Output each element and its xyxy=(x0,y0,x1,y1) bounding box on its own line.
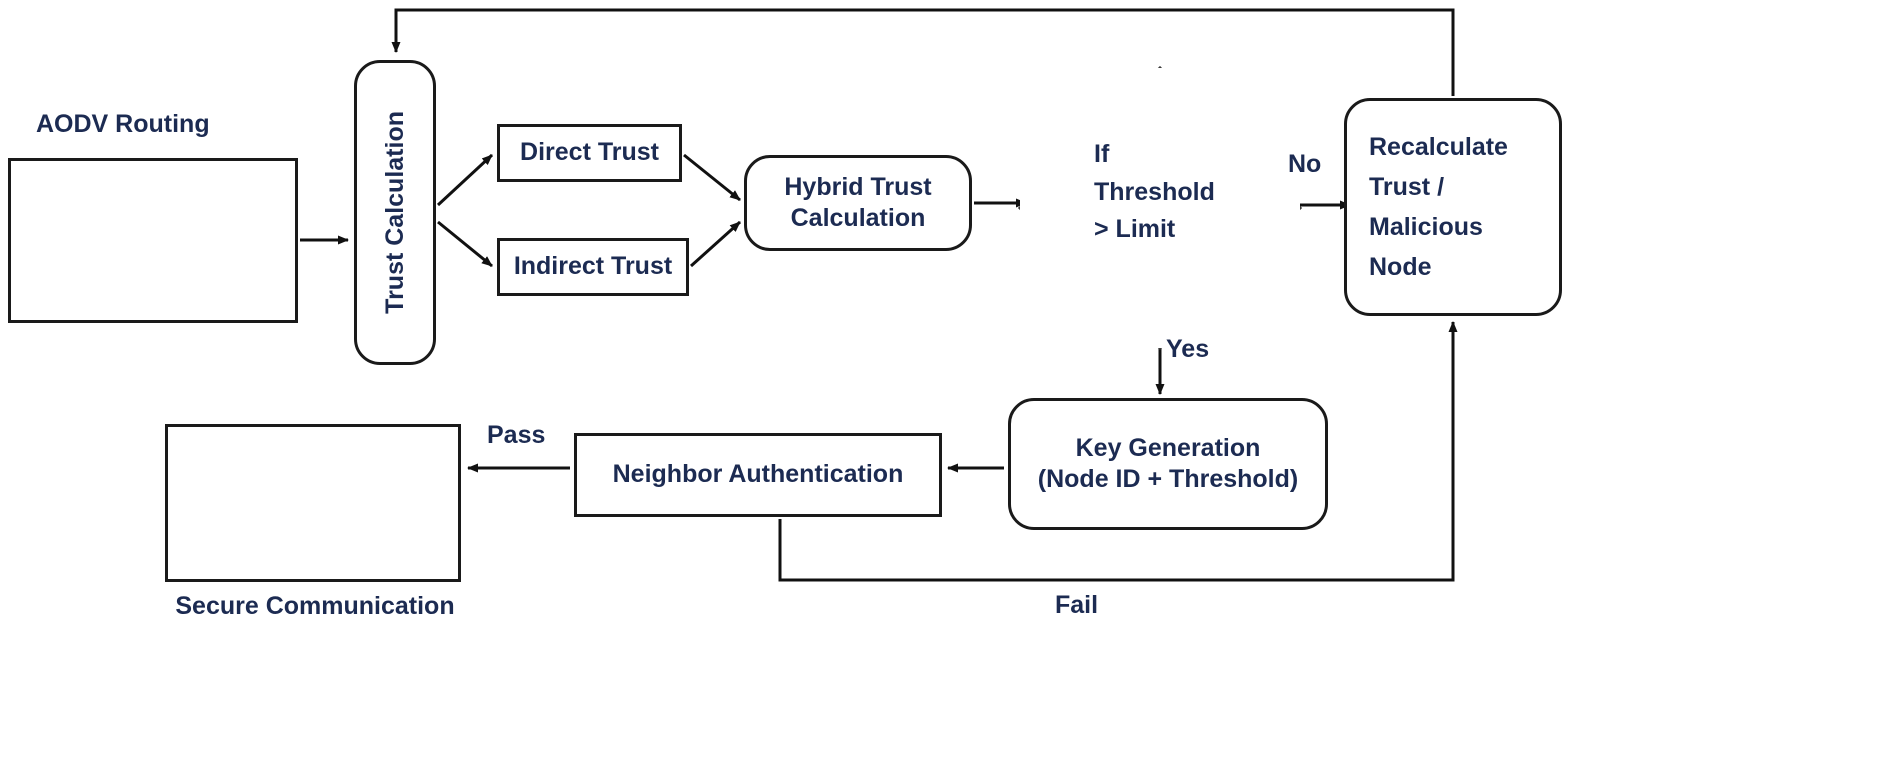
neighbor-authentication-label: Neighbor Authentication xyxy=(612,460,904,489)
neighbor-authentication-node[interactable]: Neighbor Authentication xyxy=(574,433,942,517)
secure-communication-title: Secure Communication xyxy=(150,592,480,621)
hybrid-trust-line2: Calculation xyxy=(790,204,926,232)
recalculate-line1: Recalculate xyxy=(1369,133,1508,161)
direct-trust-node[interactable]: Direct Trust xyxy=(497,124,682,182)
edge-indirect-to-hybrid xyxy=(689,220,742,268)
hybrid-trust-label: Hybrid Trust Calculation xyxy=(784,172,931,235)
trust-calculation-label: Trust Calculation xyxy=(380,111,409,314)
indirect-trust-node[interactable]: Indirect Trust xyxy=(497,238,689,296)
indirect-trust-label: Indirect Trust xyxy=(513,252,673,281)
key-generation-label: Key Generation (Node ID + Threshold) xyxy=(1038,433,1298,496)
recalculate-trust-node[interactable]: Recalculate Trust / Malicious Node xyxy=(1344,98,1562,316)
decision-line3: > Limit xyxy=(1094,215,1176,243)
edge-label-fail: Fail xyxy=(1055,591,1099,619)
threshold-decision-node[interactable]: If Threshold > Limit xyxy=(1020,68,1300,348)
hybrid-trust-calculation-node[interactable]: Hybrid Trust Calculation xyxy=(744,155,972,251)
decision-line2: Threshold xyxy=(1094,177,1215,206)
aodv-routing-title: AODV Routing xyxy=(36,110,306,139)
key-generation-node[interactable]: Key Generation (Node ID + Threshold) xyxy=(1008,398,1328,530)
edge-trust-to-indirect xyxy=(437,220,493,268)
direct-trust-label: Direct Trust xyxy=(520,138,659,167)
edge-trust-to-direct xyxy=(436,153,494,207)
edge-label-yes: Yes xyxy=(1166,335,1210,363)
edge-label-pass: Pass xyxy=(487,421,546,449)
decision-line1: If xyxy=(1094,140,1110,168)
decision-label: If Threshold > Limit xyxy=(1094,136,1284,249)
key-generation-line2: (Node ID + Threshold) xyxy=(1037,465,1299,493)
edge-label-no: No xyxy=(1288,150,1322,178)
trust-calculation-node[interactable]: Trust Calculation xyxy=(354,60,436,365)
recalculate-line2: Trust / xyxy=(1369,173,1445,201)
secure-communication-box xyxy=(165,424,461,582)
recalculate-line4: Node xyxy=(1369,253,1432,281)
recalculate-line3: Malicious xyxy=(1369,213,1483,241)
recalculate-label: Recalculate Trust / Malicious Node xyxy=(1369,127,1508,287)
edge-direct-to-hybrid xyxy=(683,153,741,202)
aodv-network-box xyxy=(8,158,298,323)
key-generation-line1: Key Generation xyxy=(1075,433,1261,462)
hybrid-trust-line1: Hybrid Trust xyxy=(784,172,932,201)
